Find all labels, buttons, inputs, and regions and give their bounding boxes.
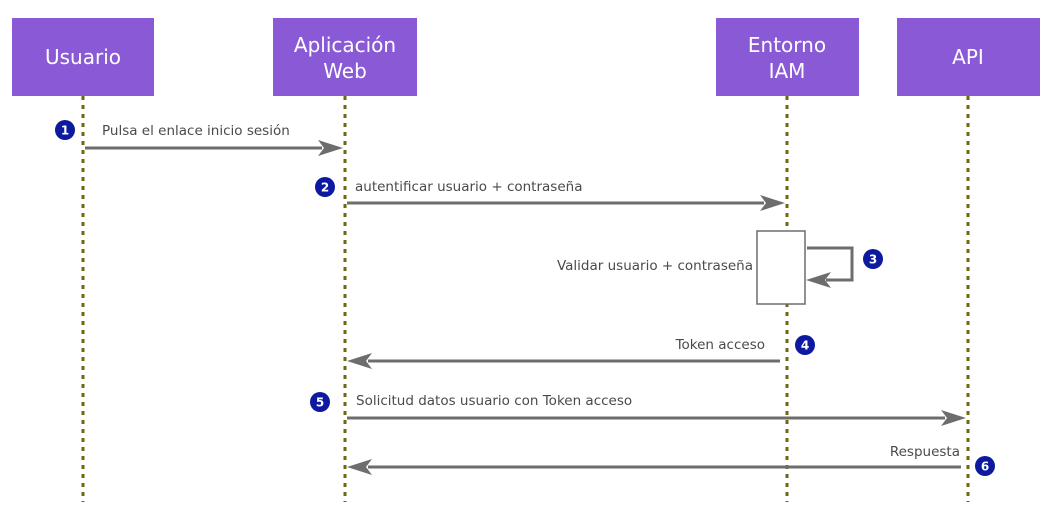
message-2: autentificar usuario + contraseña 2 xyxy=(315,177,785,211)
message-4-label: Token acceso xyxy=(675,337,765,353)
step-badge-6 xyxy=(975,456,995,476)
message-6: Respuesta 6 xyxy=(347,444,995,476)
activation-box xyxy=(756,230,806,305)
actor-api-label: API xyxy=(952,45,984,69)
actor-iam: Entorno IAM xyxy=(716,18,859,96)
message-3: Validar usuario + contraseña 3 xyxy=(557,230,883,305)
arrow-head-left xyxy=(347,459,372,475)
message-6-label: Respuesta xyxy=(890,444,960,460)
message-4: Token acceso 4 xyxy=(347,335,815,369)
arrow-head-right xyxy=(941,410,966,426)
step-badge-4-text: 4 xyxy=(801,339,809,353)
step-badge-2-text: 2 xyxy=(321,181,329,195)
step-badge-4 xyxy=(795,335,815,355)
actor-app: Aplicación Web xyxy=(273,18,417,96)
step-badge-1-text: 1 xyxy=(61,124,69,138)
step-badge-6-text: 6 xyxy=(981,460,989,474)
arrow-head-left xyxy=(806,272,831,288)
arrow-head-right xyxy=(760,195,785,211)
actor-app-label-line1: Aplicación xyxy=(294,33,396,57)
message-5-label: Solicitud datos usuario con Token acceso xyxy=(356,393,632,409)
step-badge-3-text: 3 xyxy=(869,253,877,267)
step-badge-1 xyxy=(55,120,75,140)
message-3-label: Validar usuario + contraseña xyxy=(557,258,753,274)
arrow-head-left xyxy=(347,353,372,369)
actor-api: API xyxy=(897,18,1040,96)
message-2-label: autentificar usuario + contraseña xyxy=(355,179,582,195)
message-1: Pulsa el enlace inicio sesión 1 xyxy=(55,120,343,156)
arrow-head-right xyxy=(318,140,343,156)
message-1-label: Pulsa el enlace inicio sesión xyxy=(102,123,290,139)
message-5: Solicitud datos usuario con Token acceso… xyxy=(310,392,966,426)
step-badge-5 xyxy=(310,392,330,412)
actor-usuario: Usuario xyxy=(12,18,154,96)
actor-usuario-label: Usuario xyxy=(45,45,121,69)
step-badge-3 xyxy=(863,249,883,269)
step-badge-5-text: 5 xyxy=(316,396,324,410)
actor-app-label-line2: Web xyxy=(323,59,367,83)
actor-iam-label-line2: IAM xyxy=(769,59,806,83)
step-badge-2 xyxy=(315,177,335,197)
actor-iam-label-line1: Entorno xyxy=(748,33,826,57)
